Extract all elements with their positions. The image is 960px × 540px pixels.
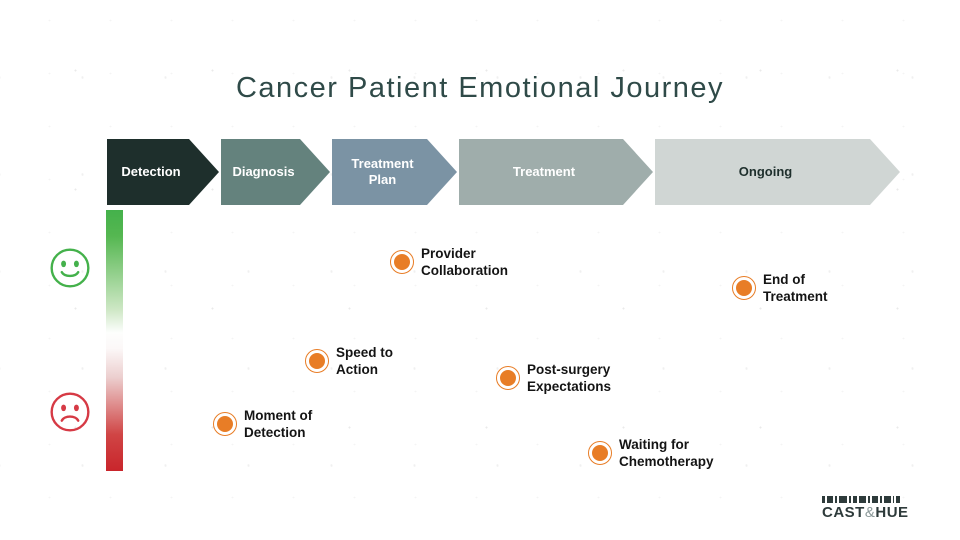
touchpoint-marker-icon [732, 276, 756, 300]
emotion-gradient-bar [106, 210, 123, 471]
touchpoint-marker-icon [305, 349, 329, 373]
stage-label: Ongoing [738, 164, 793, 179]
touchpoint-marker-icon [496, 366, 520, 390]
barcode-icon [822, 496, 902, 503]
stage-detection: Detection [107, 139, 219, 205]
stage-treatment-plan: Treatment Plan [332, 139, 457, 205]
stage-treatment: Treatment [459, 139, 653, 205]
touchpoint-marker-icon [213, 412, 237, 436]
ampersand: & [864, 504, 876, 521]
happy-face-icon [50, 248, 90, 288]
stage-label: Treatment [512, 164, 576, 179]
castandhue-logo: CAST&HUE [822, 496, 909, 521]
stage-ongoing: Ongoing [655, 139, 900, 205]
brand-wordmark: CAST&HUE [822, 504, 909, 521]
stage-diagnosis: Diagnosis [221, 139, 330, 205]
sad-face-icon [50, 392, 90, 432]
touchpoint-marker-icon [588, 441, 612, 465]
stage-label: Detection [121, 164, 181, 179]
slide-title: Cancer Patient Emotional Journey [235, 72, 725, 104]
touchpoint-marker-icon [390, 250, 414, 274]
stage-label: Treatment Plan [351, 156, 414, 187]
stage-label: Diagnosis [232, 164, 295, 179]
